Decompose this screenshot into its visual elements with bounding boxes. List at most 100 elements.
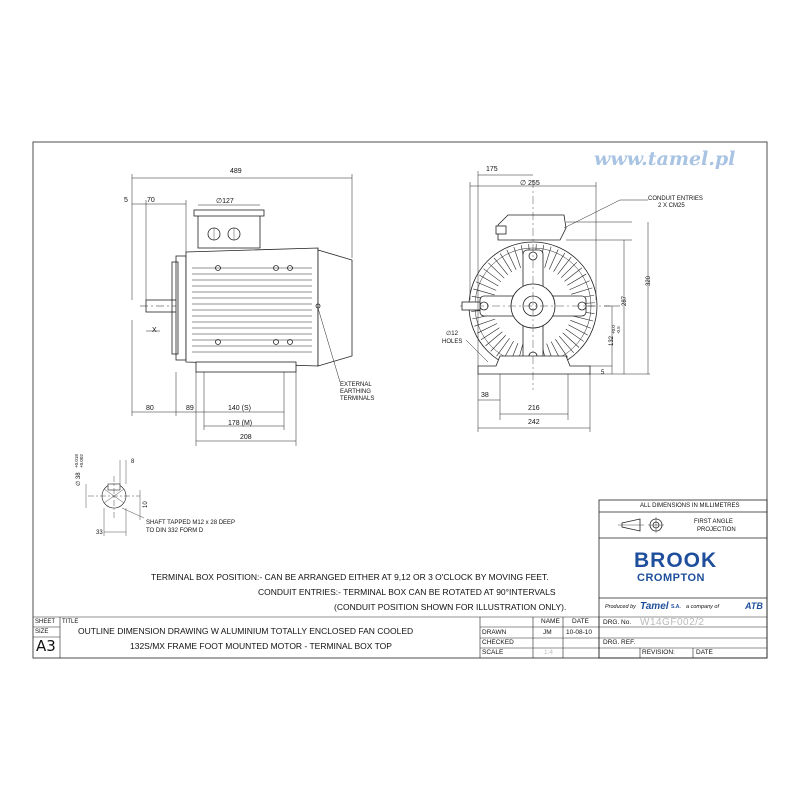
brand-brook: BROOK <box>634 549 718 572</box>
cooling-fin <box>557 256 572 275</box>
end-view <box>460 171 650 432</box>
atb-logo: ATB <box>745 601 763 611</box>
cooling-fin <box>483 268 502 283</box>
cooling-fin <box>553 252 566 272</box>
title-block <box>33 616 767 658</box>
shaft-dim-10: 10 <box>143 501 149 508</box>
dim-80: 80 <box>146 405 154 412</box>
cooling-fin <box>485 331 503 347</box>
dim-70: 70 <box>147 197 155 204</box>
cooling-fin <box>555 338 568 358</box>
shaft-detail <box>85 460 145 536</box>
drawn-date: 10-08-10 <box>566 629 593 636</box>
cooling-fin <box>506 249 517 270</box>
cooling-fin <box>513 246 521 269</box>
size-value: A3 <box>36 637 56 655</box>
cooling-fin <box>562 332 580 348</box>
produced-by-label: Produced by <box>605 604 636 610</box>
cooling-fin <box>571 315 594 322</box>
drawn-label: DRAWN <box>482 629 507 636</box>
dim-overall-length: 489 <box>230 168 242 175</box>
company-of-label: a company of <box>686 604 720 610</box>
cooling-fin <box>475 281 497 291</box>
holes-note-2: HOLES <box>442 339 463 345</box>
dim-flange-255: ∅ 255 <box>520 180 540 187</box>
shaft-dim-8: 8 <box>131 459 135 465</box>
dim-178: 178 (M) <box>228 420 253 427</box>
checked-label: CHECKED <box>482 639 514 646</box>
cooling-fin <box>568 324 588 336</box>
projection-label-1: FIRST ANGLE <box>694 519 733 525</box>
tamel-logo: Tamel <box>640 601 669 612</box>
cooling-fin <box>567 273 587 286</box>
cooling-fin <box>571 287 593 295</box>
holes-note-1: ∅12 <box>446 331 458 337</box>
revision-label: REVISION: <box>642 649 675 656</box>
drg-ref-label: DRG. REF. <box>603 639 636 646</box>
all-dimensions-label: ALL DIMENSIONS IN MILLIMETRES <box>640 503 740 509</box>
drg-no-label: DRG. No. <box>603 619 632 626</box>
front-view <box>131 174 353 446</box>
cooling-fin <box>477 323 498 334</box>
shaft-dia-38: ∅ 38 <box>76 472 82 486</box>
dim-320: 320 <box>646 275 652 286</box>
conduit-entries-note-2: 2 X CM25 <box>658 203 685 209</box>
shaft-tol-lower: +0.002 <box>79 454 84 468</box>
earthing-note-1: EXTERNAL <box>340 382 372 388</box>
dim-shaft-height-132: 132 <box>609 335 615 346</box>
cooling-fin <box>565 328 584 342</box>
cooling-fin <box>493 257 509 276</box>
cooling-fin <box>570 320 591 329</box>
dim-5-end: 5 <box>601 370 605 376</box>
dim-89: 89 <box>186 405 194 412</box>
size-label: SIZE <box>35 629 49 635</box>
conduit-entries-note-line1: CONDUIT ENTRIES:- TERMINAL BOX CAN BE RO… <box>258 587 556 597</box>
drawn-name: JM <box>543 629 552 636</box>
projection-label-2: PROJECTION <box>697 527 736 533</box>
dim-175: 175 <box>486 166 498 173</box>
drg-no-value: W14GF002/2 <box>640 617 705 628</box>
cooling-fin <box>496 338 510 357</box>
cooling-fin <box>559 335 574 353</box>
terminal-box-position-note: TERMINAL BOX POSITION:- CAN BE ARRANGED … <box>151 572 549 582</box>
info-box <box>598 499 768 659</box>
cooling-fin <box>490 335 506 352</box>
title-line-1: OUTLINE DIMENSION DRAWING W ALUMINIUM TO… <box>78 626 414 636</box>
cooling-fin <box>499 253 513 273</box>
sheet-border <box>32 141 768 659</box>
watermark-text: www.tamel.pl <box>594 148 736 170</box>
cooling-fin <box>488 262 505 279</box>
conduit-entries-note-1: CONDUIT ENTRIES <box>648 196 703 202</box>
dim-208: 208 <box>240 434 252 441</box>
dim-5-front: 5 <box>124 197 128 204</box>
x-marker-label: X <box>152 327 157 334</box>
shaft-tapped-note-2: TO DIN 332 FORM D <box>146 528 204 534</box>
brand-crompton: CROMPTON <box>637 572 705 584</box>
cooling-fin <box>569 280 590 291</box>
title-line-2: 132S/MX FRAME FOOT MOUNTED MOTOR - TERMI… <box>130 641 392 651</box>
dim-216: 216 <box>528 405 540 412</box>
shaft-dim-33: 33 <box>96 530 103 536</box>
cooling-fin <box>479 274 499 287</box>
tamel-sa-label: S.A. <box>671 604 681 610</box>
scale-label: SCALE <box>482 649 504 656</box>
earthing-note-2: EARTHING <box>340 389 371 395</box>
earthing-note-3: TERMINALS <box>340 396 375 402</box>
cooling-fin <box>480 327 500 341</box>
name-header: NAME <box>541 618 560 625</box>
cooling-fin <box>561 261 578 278</box>
dim-287: 287 <box>622 295 628 306</box>
dim-38: 38 <box>481 392 489 399</box>
title-label: TITLE <box>62 619 79 625</box>
cooling-fin <box>473 288 495 296</box>
date-header: DATE <box>572 618 589 625</box>
scale-value: 1:4 <box>544 649 554 656</box>
cooling-fin <box>564 267 583 282</box>
dim-conduit-127: ∅127 <box>216 198 234 205</box>
dim-242: 242 <box>528 419 540 426</box>
dim-140: 140 (S) <box>228 405 251 412</box>
dim-shaft-height-tol-lower: -0.5 <box>616 326 621 334</box>
sheet-label: SHEET <box>35 619 56 625</box>
cooling-fin <box>548 249 559 270</box>
